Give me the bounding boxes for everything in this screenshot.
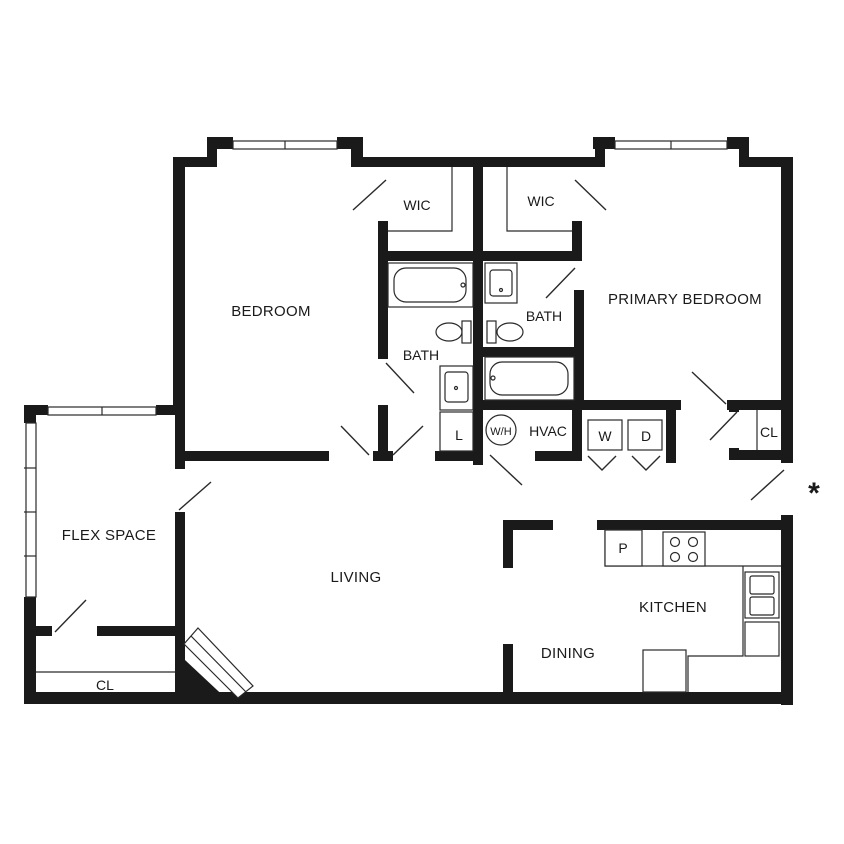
dishwasher (744, 621, 780, 657)
label-kitchen: KITCHEN (639, 599, 707, 616)
refrigerator (642, 649, 687, 693)
stove (662, 531, 706, 567)
label-wic-left: WIC (403, 197, 430, 213)
right-sink-vanity (484, 262, 518, 304)
room-labels: BEDROOM WIC WIC PRIMARY BEDROOM BATH BAT… (62, 193, 820, 693)
label-dining: DINING (541, 645, 595, 662)
walls (24, 137, 793, 705)
label-closet-right: CL (760, 424, 778, 440)
label-laundry-l: L (455, 427, 463, 443)
label-closet-flex: CL (96, 677, 114, 693)
right-toilet (486, 320, 524, 344)
label-hvac: HVAC (529, 423, 567, 439)
label-bedroom: BEDROOM (231, 303, 311, 320)
label-dryer: D (641, 428, 651, 444)
windows (24, 140, 728, 598)
label-flex-space: FLEX SPACE (62, 527, 156, 544)
left-toilet (435, 320, 472, 344)
fireplace (183, 627, 254, 699)
label-bath-left: BATH (403, 347, 439, 363)
washer-dryer (587, 419, 663, 451)
label-wic-right: WIC (527, 193, 554, 209)
water-heater (485, 414, 517, 446)
left-bathtub (387, 262, 474, 308)
label-living: LIVING (331, 569, 382, 586)
closet-outlines (36, 167, 758, 673)
kitchen-sink (744, 571, 780, 619)
laundry-cabinet (439, 411, 474, 452)
label-pantry: P (618, 540, 627, 556)
label-primary-bedroom: PRIMARY BEDROOM (608, 291, 762, 308)
left-sink-vanity (439, 365, 474, 411)
entry-marker: * (808, 477, 820, 510)
label-bath-right: BATH (526, 308, 562, 324)
doors (54, 179, 785, 633)
label-water-heater: W/H (490, 426, 511, 438)
label-washer: W (598, 428, 612, 444)
right-bathtub (484, 356, 575, 401)
pantry (604, 529, 643, 567)
